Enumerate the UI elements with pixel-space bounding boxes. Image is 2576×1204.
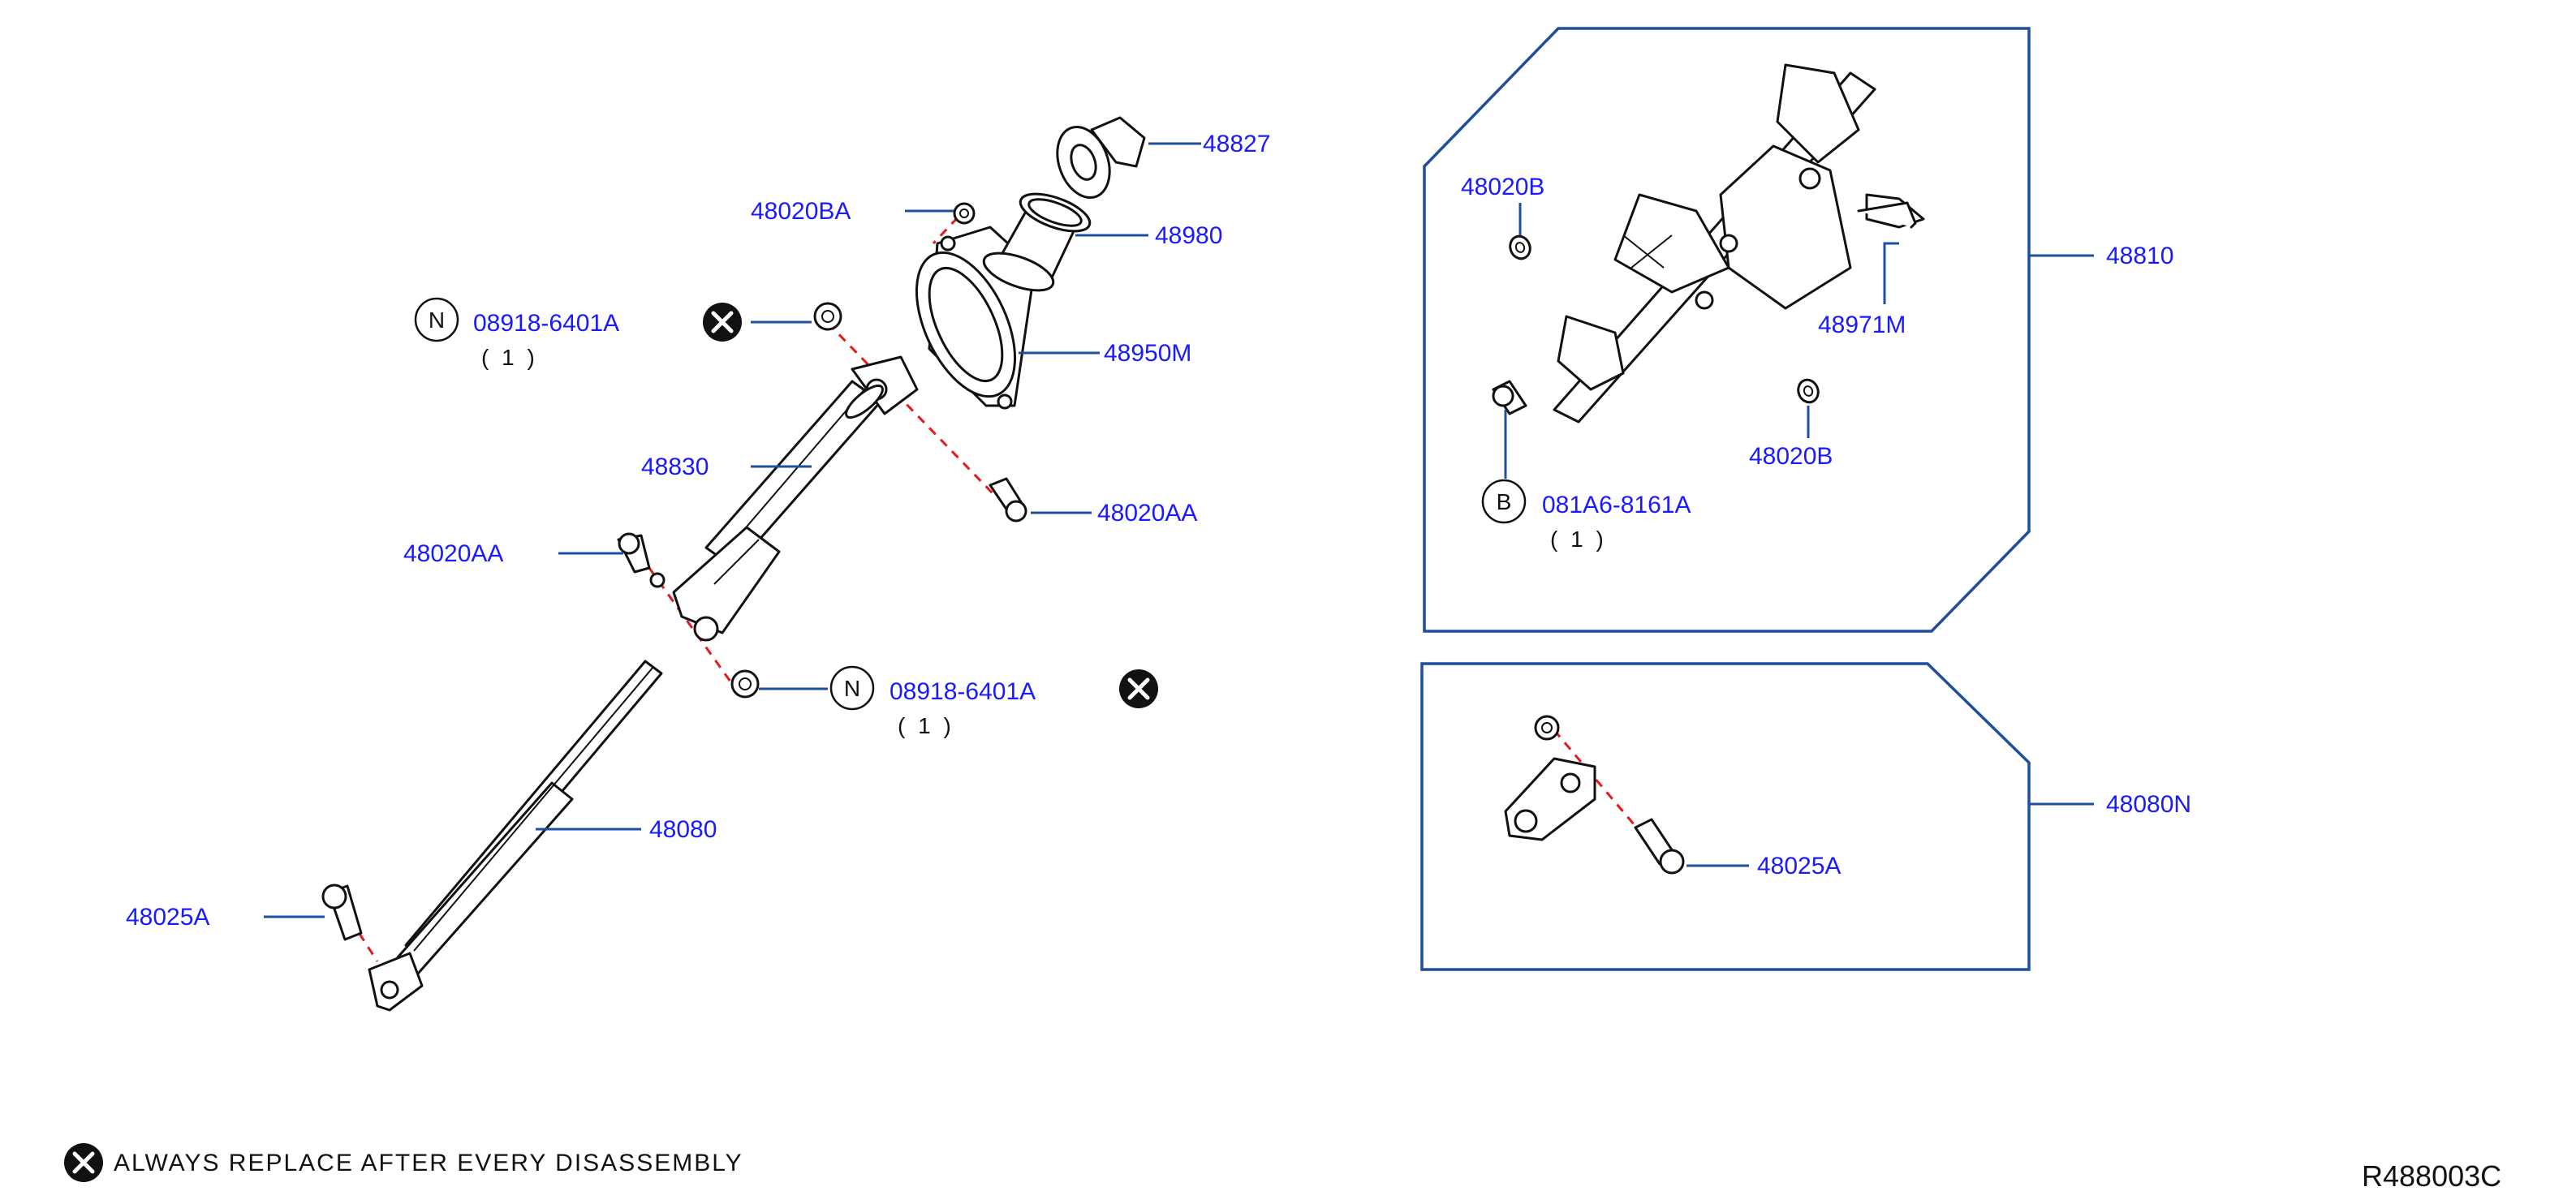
label-48971m: 48971M <box>1818 312 1906 338</box>
label-081a6: 081A6-8161A <box>1542 492 1691 518</box>
nut-48020ba <box>953 202 976 225</box>
label-48080n: 48080N <box>2106 791 2191 818</box>
bolt-081a6 <box>1492 380 1527 415</box>
intermediate-shaft-48080 <box>368 660 663 1012</box>
x-circle-icon <box>703 303 742 342</box>
x-circle-icon <box>64 1143 103 1182</box>
label-48020b-bottom: 48020B <box>1749 443 1833 470</box>
label-08918-bottom: 08918-6401A <box>890 678 1036 705</box>
label-48080: 48080 <box>649 816 717 843</box>
dashed-line-upper-bolt <box>826 321 996 497</box>
label-48827: 48827 <box>1203 131 1270 157</box>
label-48025a-right: 48025A <box>1757 853 1841 879</box>
label-48020ba: 48020BA <box>751 198 851 225</box>
label-48020b-top: 48020B <box>1461 174 1544 200</box>
label-48830: 48830 <box>641 454 709 480</box>
bolt-08918-bottom <box>730 669 760 699</box>
circle-n-bottom-letter: N <box>844 676 860 701</box>
bolt-48025a-right <box>1634 818 1685 875</box>
bolt-48025a-left <box>321 884 363 941</box>
label-48025a-left: 48025A <box>126 904 209 931</box>
steering-column-48810 <box>1553 63 1925 424</box>
qty-08918-bottom: ( 1 ) <box>898 713 954 738</box>
label-48950m: 48950M <box>1104 340 1191 367</box>
circle-n-top: N <box>414 297 459 342</box>
box-column-assembly-48810 <box>1423 27 2031 633</box>
washer-48020b-top <box>1509 234 1531 260</box>
box-joint-48080n <box>1420 662 2031 971</box>
universal-joint-48080n <box>1504 715 1596 841</box>
dashed-line-lower-bolt <box>648 567 732 682</box>
circle-n-bottom: N <box>829 665 875 711</box>
label-08918-top: 08918-6401A <box>473 310 619 337</box>
x-circle-icon <box>1119 669 1158 708</box>
dashed-line-48020ba <box>932 216 959 245</box>
bolt-08918-top <box>813 302 842 331</box>
circle-b-letter: B <box>1497 489 1512 514</box>
label-48810: 48810 <box>2106 243 2173 269</box>
qty-08918-top: ( 1 ) <box>481 345 538 370</box>
bolt-48020aa-right <box>989 477 1027 522</box>
qty-081a6: ( 1 ) <box>1550 527 1607 552</box>
bolt-48020aa-left <box>617 532 666 588</box>
column-shaft-48830 <box>672 355 919 642</box>
washer-48020b-bottom <box>1797 378 1820 404</box>
legend-text: ALWAYS REPLACE AFTER EVERY DISASSEMBLY <box>114 1150 743 1176</box>
hole-cover-48827 <box>1056 116 1146 200</box>
column-cover-48950m <box>915 226 1036 410</box>
circle-b: B <box>1481 479 1527 524</box>
label-48020aa-left: 48020AA <box>403 540 503 567</box>
diagram-code: R488003C <box>2362 1159 2501 1193</box>
leader-48971m <box>1883 242 1899 304</box>
circle-n-top-letter: N <box>429 307 445 333</box>
label-48980: 48980 <box>1155 222 1222 249</box>
label-48020aa-right: 48020AA <box>1097 500 1197 527</box>
dashed-line-48025a-right <box>1553 729 1645 836</box>
seal-48980 <box>982 192 1092 292</box>
